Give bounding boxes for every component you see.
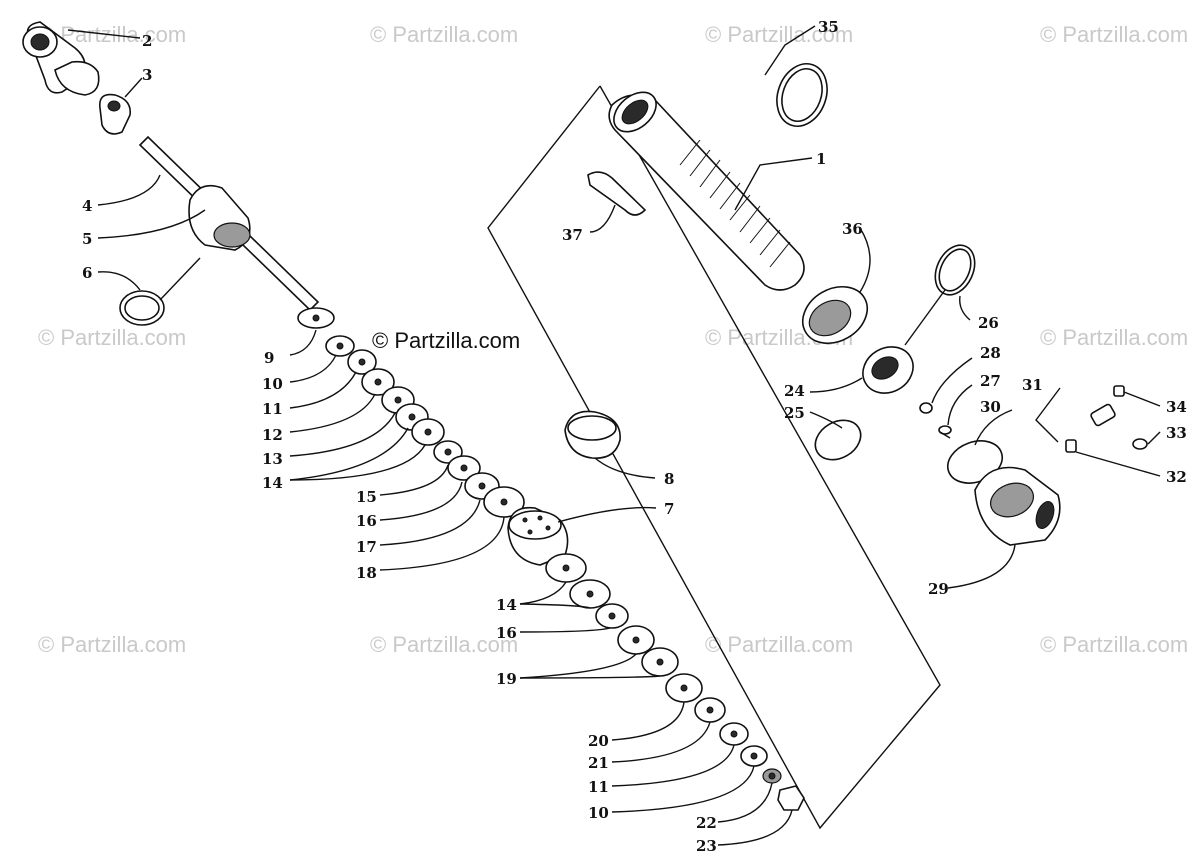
part-7-piston: [507, 506, 569, 566]
thread-lines: [679, 139, 791, 268]
watermark-main: © Partzilla.com: [372, 328, 520, 353]
callout-4: 4: [82, 197, 92, 215]
watermark: © Partzilla.com: [705, 22, 853, 47]
callout-23: 23: [696, 837, 717, 855]
part-25-split-ring: [814, 419, 862, 461]
callout-33: 33: [1166, 424, 1187, 442]
callout-15: 15: [356, 488, 377, 506]
part-36-collar: [802, 285, 868, 345]
callout-31: 31: [1022, 376, 1043, 394]
part-5-seal-head: [188, 184, 251, 251]
callout-26: 26: [978, 314, 999, 332]
callout-9: 9: [264, 349, 274, 367]
callout-labels: 2 3 4 5 6 9 10 11 12 13 14 15 16 17 18 7…: [82, 18, 1187, 855]
callout-10-lower: 10: [588, 804, 609, 822]
callout-11-lower: 11: [588, 778, 609, 796]
part-35-o-ring-inner: [781, 68, 823, 122]
callout-5: 5: [82, 230, 92, 248]
watermark: © Partzilla.com: [1040, 325, 1188, 350]
part-37-label-strip: [587, 171, 647, 216]
part-31-valve-assembly: [1035, 387, 1116, 443]
callout-27: 27: [980, 372, 1001, 390]
callout-21: 21: [588, 754, 609, 772]
watermark: © Partzilla.com: [370, 632, 518, 657]
callout-18: 18: [356, 564, 377, 582]
callout-29: 29: [928, 580, 949, 598]
part-29-lower-eye: [974, 466, 1061, 546]
callout-32: 32: [1166, 468, 1187, 486]
callout-2: 2: [142, 32, 152, 50]
callout-14-lower: 14: [496, 596, 517, 614]
callout-30: 30: [980, 398, 1001, 416]
callout-34: 34: [1166, 398, 1187, 416]
callout-28: 28: [980, 344, 1001, 362]
callout-19: 19: [496, 670, 517, 688]
watermark: © Partzilla.com: [370, 22, 518, 47]
leader-lines: [67, 25, 1161, 846]
part-28-small-o-ring: [919, 402, 933, 414]
watermark: © Partzilla.com: [38, 632, 186, 657]
part-8-split-ring: [564, 410, 621, 459]
watermark: © Partzilla.com: [38, 325, 186, 350]
callout-6: 6: [82, 264, 92, 282]
callout-16-lower: 16: [496, 624, 517, 642]
part-3-bushing: [98, 93, 132, 135]
callout-10-upper: 10: [262, 375, 283, 393]
part-2-eye-mount: [22, 21, 100, 96]
part-26-o-ring-inner: [938, 248, 972, 292]
washer-stack-lower: [545, 553, 805, 811]
callout-20: 20: [588, 732, 609, 750]
callout-36: 36: [842, 220, 863, 238]
callout-11-upper: 11: [262, 400, 283, 418]
assembly-bracket: [487, 85, 941, 830]
callout-35: 35: [818, 18, 839, 36]
callout-7: 7: [664, 500, 674, 518]
part-34-cap: [1113, 385, 1125, 397]
part-27-valve: [938, 425, 952, 439]
callout-37: 37: [562, 226, 583, 244]
callout-22: 22: [696, 814, 717, 832]
callout-1: 1: [816, 150, 826, 168]
part-1-shock-body: [608, 91, 805, 291]
callout-3: 3: [142, 66, 152, 84]
part-32-core: [1065, 439, 1077, 453]
part-33-washer: [1132, 438, 1148, 450]
watermark: © Partzilla.com: [705, 632, 853, 657]
callout-16-upper: 16: [356, 512, 377, 530]
callout-13: 13: [262, 450, 283, 468]
watermark: © Partzilla.com: [1040, 632, 1188, 657]
part-24-bearing: [862, 346, 914, 394]
callout-8: 8: [664, 470, 674, 488]
watermark: © Partzilla.com: [1040, 22, 1188, 47]
callout-12: 12: [262, 426, 283, 444]
callout-14-upper: 14: [262, 474, 283, 492]
callout-17: 17: [356, 538, 377, 556]
callout-24: 24: [784, 382, 805, 400]
callout-25: 25: [784, 404, 805, 422]
part-6-o-ring-inner: [124, 295, 160, 321]
washer-stack-upper: [297, 307, 525, 518]
